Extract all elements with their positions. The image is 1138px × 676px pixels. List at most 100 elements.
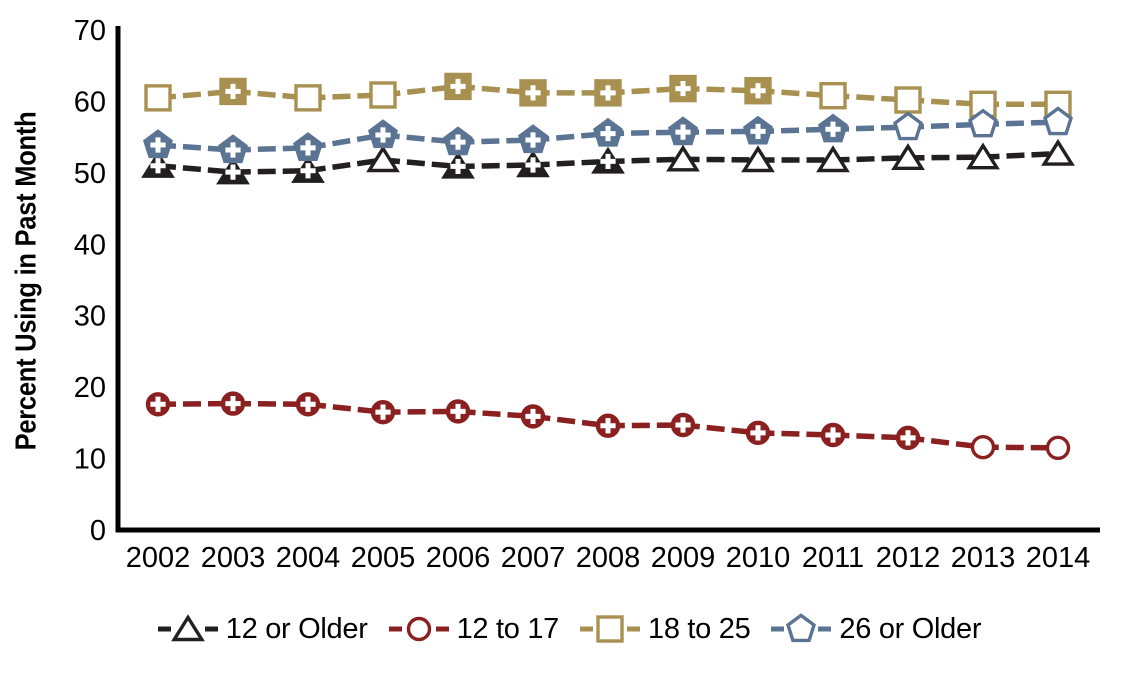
- x-tick-label: 2009: [651, 542, 716, 574]
- data-point-marker: [144, 84, 172, 112]
- data-point-marker: [216, 157, 250, 185]
- legend-triangle-icon: [157, 614, 218, 642]
- data-point-marker: [518, 124, 548, 154]
- plus-sign-icon: [900, 430, 916, 446]
- circle-marker-shape: [970, 434, 996, 460]
- pentagon-marker-shape: [1043, 106, 1073, 136]
- data-point-marker: [593, 117, 623, 147]
- legend-marker: [406, 616, 431, 642]
- pentagon-marker-shape: [786, 613, 817, 643]
- data-point-marker: [745, 420, 771, 446]
- data-point-marker: [894, 86, 922, 114]
- data-point-marker: [1045, 435, 1071, 461]
- plus-sign-icon: [300, 396, 316, 412]
- y-tick-label: 60: [74, 86, 106, 118]
- data-point-marker: [966, 142, 1000, 170]
- data-point-marker: [519, 79, 547, 107]
- data-point-marker: [818, 113, 848, 143]
- plus-sign-icon: [675, 417, 691, 433]
- square-marker-shape: [519, 79, 547, 107]
- data-point-marker: [218, 134, 248, 164]
- plus-sign-icon: [150, 137, 166, 153]
- legend-circle-icon: [388, 616, 449, 642]
- circle-marker-shape: [406, 616, 431, 642]
- x-tick-label: 2002: [126, 542, 191, 574]
- x-tick-label: 2010: [726, 542, 791, 574]
- data-point-marker: [895, 425, 921, 451]
- x-tick-label: 2006: [426, 542, 491, 574]
- data-point-marker: [595, 413, 621, 438]
- data-point-marker: [1043, 106, 1073, 136]
- pentagon-marker-shape: [968, 108, 998, 138]
- data-point-marker: [1041, 138, 1075, 166]
- data-point-marker: [516, 150, 550, 178]
- data-point-marker: [220, 391, 246, 416]
- data-point-marker: [444, 72, 472, 101]
- data-point-marker: [368, 119, 398, 149]
- data-point-marker: [293, 132, 323, 161]
- square-marker-shape: [596, 615, 624, 643]
- data-point-marker: [370, 399, 396, 425]
- plus-sign-icon: [225, 83, 241, 100]
- x-tick-label: 2011: [802, 542, 864, 574]
- data-point-marker: [970, 434, 996, 460]
- data-point-marker: [141, 151, 175, 178]
- plus-sign-icon: [450, 158, 466, 175]
- plus-sign-icon: [600, 418, 616, 434]
- x-tick-label: 2013: [951, 542, 1016, 574]
- plus-sign-icon: [675, 124, 691, 140]
- circle-marker-shape: [1045, 435, 1071, 461]
- x-tick-label: 2012: [876, 542, 941, 574]
- data-point-marker: [369, 81, 397, 109]
- legend: 12 or Older 12 to 17 18 to 25 26 or Older: [0, 612, 1138, 646]
- plus-sign-icon: [375, 127, 391, 143]
- x-tick-label: 2004: [276, 542, 341, 574]
- data-point-marker: [893, 111, 923, 141]
- data-point-marker: [669, 74, 697, 103]
- x-tick-label: 2007: [501, 542, 566, 574]
- data-point-marker: [291, 156, 325, 183]
- plus-sign-icon: [600, 153, 616, 170]
- legend-item-18-to-25: 18 to 25: [579, 612, 751, 646]
- y-tick-label: 40: [74, 229, 106, 261]
- y-tick-label: 50: [74, 158, 106, 190]
- plus-sign-icon: [525, 408, 541, 425]
- data-point-marker: [891, 143, 925, 171]
- data-point-marker: [594, 79, 622, 107]
- y-tick-label: 10: [74, 444, 106, 476]
- plus-sign-icon: [300, 163, 316, 179]
- data-point-marker: [443, 126, 473, 156]
- plus-sign-icon: [600, 125, 616, 142]
- data-point-marker: [819, 82, 847, 110]
- triangle-marker-shape: [741, 145, 775, 173]
- plus-sign-icon: [525, 132, 541, 148]
- data-point-marker: [743, 115, 773, 145]
- y-tick-label: 30: [74, 301, 106, 333]
- series-markers-18-to-25: [144, 72, 1072, 118]
- plus-sign-icon: [750, 83, 766, 99]
- legend-marker: [786, 613, 817, 643]
- plus-sign-icon: [150, 158, 166, 174]
- square-marker-shape: [369, 81, 397, 109]
- data-point-marker: [591, 146, 625, 174]
- data-point-marker: [670, 412, 696, 438]
- legend-marker: [596, 615, 624, 643]
- legend-item-26-or-older: 26 or Older: [770, 612, 982, 646]
- square-marker-shape: [144, 84, 172, 112]
- data-point-marker: [816, 145, 850, 173]
- legend-square-icon: [580, 615, 640, 643]
- plus-sign-icon: [375, 404, 391, 420]
- y-tick-label: 0: [90, 515, 106, 547]
- data-point-marker: [295, 392, 321, 417]
- data-point-marker: [294, 84, 322, 112]
- plus-sign-icon: [825, 427, 841, 443]
- x-tick-label: 2003: [201, 542, 266, 574]
- legend-label: 12 to 17: [456, 612, 560, 645]
- triangle-marker-shape: [666, 144, 700, 172]
- series-markers-26-or-older: [143, 106, 1073, 164]
- legend-label: 12 or Older: [225, 612, 368, 645]
- data-point-marker: [820, 422, 846, 448]
- data-point-marker: [968, 108, 998, 138]
